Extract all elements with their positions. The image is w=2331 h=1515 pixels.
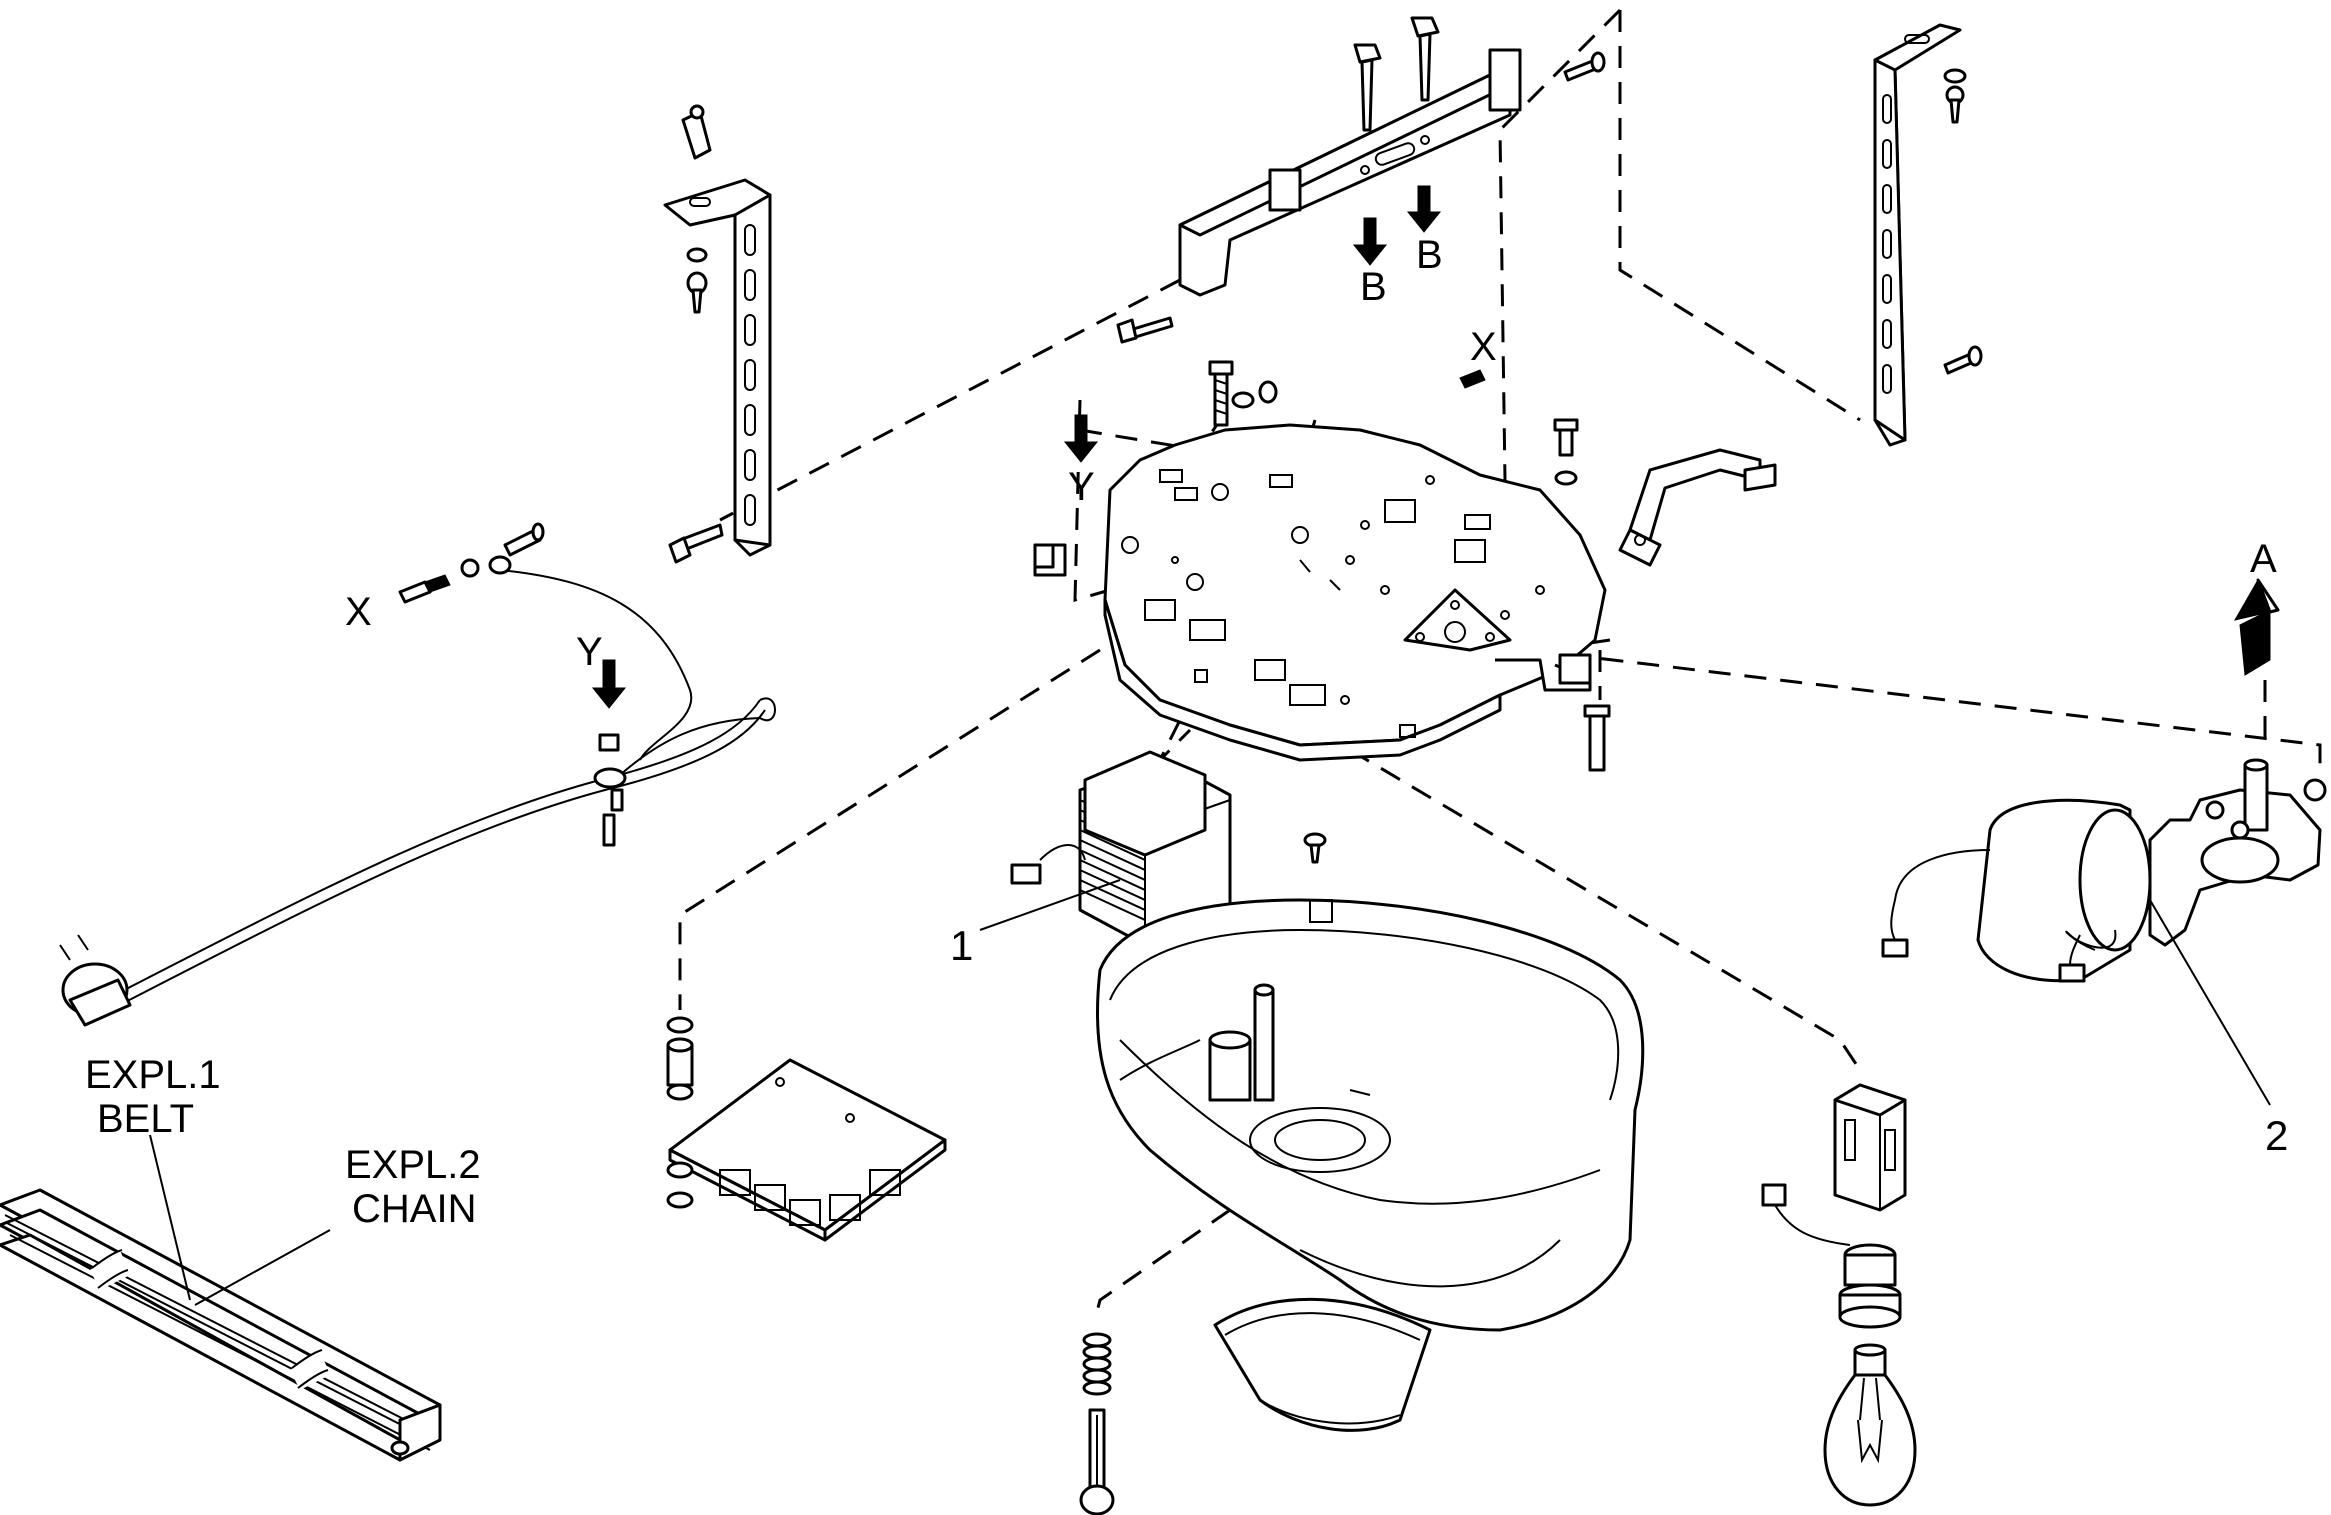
light-lens — [1213, 1297, 1432, 1432]
x-marker-right: X — [1459, 325, 1497, 389]
housing-cover — [1096, 898, 1645, 1332]
callout-1-leader — [979, 879, 1121, 931]
left-hanger-bracket — [663, 104, 772, 564]
label-a: A — [2250, 537, 2277, 581]
base-plate-bolts — [1033, 360, 1611, 772]
down-arrow-icon — [1063, 414, 1099, 463]
rail-belt-chain — [0, 1188, 442, 1462]
down-arrow-icon — [1352, 217, 1388, 266]
b-arrow-markers: B B — [1352, 185, 1443, 309]
right-hanger-bracket — [1873, 23, 1983, 447]
base-plate — [1033, 423, 1607, 762]
label-x-right: X — [1470, 325, 1497, 369]
label-expl2-line2: CHAIN — [352, 1187, 476, 1231]
light-bulb — [1823, 1343, 1917, 1507]
callout-2: 2 — [2265, 1112, 2288, 1159]
y-marker-left: Y — [576, 630, 627, 709]
expl2-leader — [194, 1229, 331, 1306]
callout-1: 1 — [950, 922, 973, 969]
y-marker-center: Y — [1063, 414, 1099, 509]
label-expl1-line1: EXPL.1 — [85, 1053, 221, 1097]
label-x-left: X — [345, 590, 372, 634]
control-board — [666, 1016, 947, 1242]
label-b-2: B — [1416, 233, 1443, 277]
expl1-leader — [149, 1134, 191, 1301]
down-arrow-icon — [1406, 185, 1442, 233]
light-socket-assembly — [1761, 1083, 1907, 1329]
up-arrow-icon — [2233, 578, 2280, 676]
gear-motor — [1881, 758, 2327, 983]
label-b-1: B — [1360, 265, 1387, 309]
a-arrow-marker: A — [2233, 537, 2280, 676]
plug — [59, 934, 132, 1027]
x-marker-left: X — [345, 590, 372, 634]
label-expl2-line1: EXPL.2 — [345, 1143, 481, 1187]
spring-cord — [1079, 1332, 1115, 1515]
callout-2-leader — [2149, 899, 2271, 1106]
down-arrow-icon — [591, 659, 627, 709]
cover-screw — [1303, 832, 1327, 864]
label-y-left: Y — [576, 630, 603, 674]
label-expl1-line2: BELT — [97, 1097, 194, 1141]
transformer — [1010, 750, 1232, 947]
top-bracket — [1116, 16, 1606, 344]
label-y-center: Y — [1068, 465, 1095, 509]
u-clamp — [1618, 448, 1777, 567]
power-cord — [59, 522, 776, 1027]
